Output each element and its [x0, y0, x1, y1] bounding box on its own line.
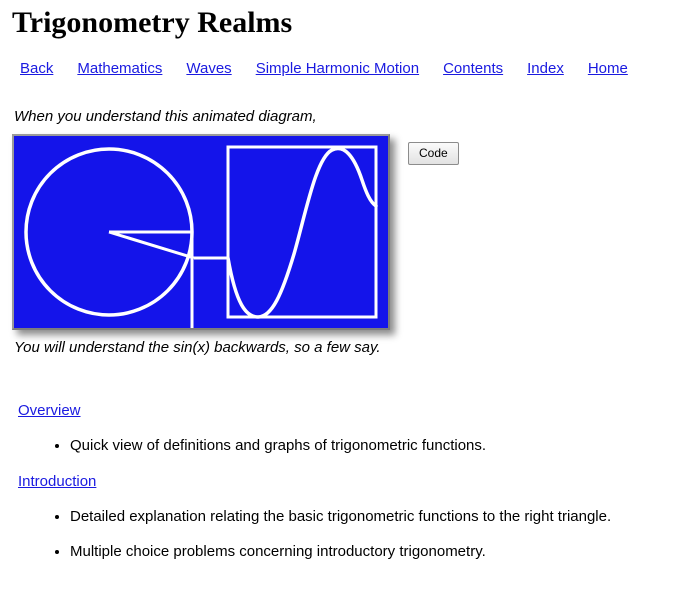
unit-circle-sine-diagram — [12, 134, 390, 330]
code-button[interactable]: Code — [408, 142, 459, 165]
page-title: Trigonometry Realms — [12, 6, 293, 39]
caption-above-diagram: When you understand this animated diagra… — [14, 108, 317, 125]
sine-curve — [226, 146, 378, 319]
diagram-background — [14, 136, 388, 328]
sine-plot-box — [226, 145, 378, 319]
nav-link-simple-harmonic-motion[interactable]: Simple Harmonic Motion — [255, 60, 420, 77]
section-introduction: Introduction Detailed explanation relati… — [0, 473, 690, 561]
section-link-overview[interactable]: Overview — [18, 402, 81, 419]
nav-link-back[interactable]: Back — [20, 60, 54, 77]
nav-link-home[interactable]: Home — [587, 60, 628, 77]
list-item: Detailed explanation relating the basic … — [70, 508, 690, 526]
nav-link-index[interactable]: Index — [527, 60, 564, 77]
diagram-row: Code — [0, 126, 690, 330]
list-item: Quick view of definitions and graphs of … — [70, 437, 690, 455]
section-link-introduction[interactable]: Introduction — [18, 473, 97, 490]
nav-link-contents[interactable]: Contents — [443, 60, 504, 77]
nav-link-waves[interactable]: Waves — [186, 60, 232, 77]
main-navigation: Back Mathematics Waves Simple Harmonic Moti… — [0, 40, 690, 78]
radius-line — [108, 230, 195, 260]
caption-below-diagram: You will understand the sin(x) backwards… — [14, 339, 381, 356]
section-list-overview: Quick view of definitions and graphs of … — [0, 437, 690, 455]
code-button-container: Code — [390, 134, 459, 165]
section-overview: Overview Quick view of definitions and g… — [0, 402, 690, 455]
content-sections: Overview Quick view of definitions and g… — [0, 357, 690, 561]
list-item: Multiple choice problems concerning intr… — [70, 543, 690, 561]
section-list-introduction: Detailed explanation relating the basic … — [0, 508, 690, 561]
diagram-canvas — [14, 136, 388, 328]
nav-link-mathematics[interactable]: Mathematics — [77, 60, 163, 77]
